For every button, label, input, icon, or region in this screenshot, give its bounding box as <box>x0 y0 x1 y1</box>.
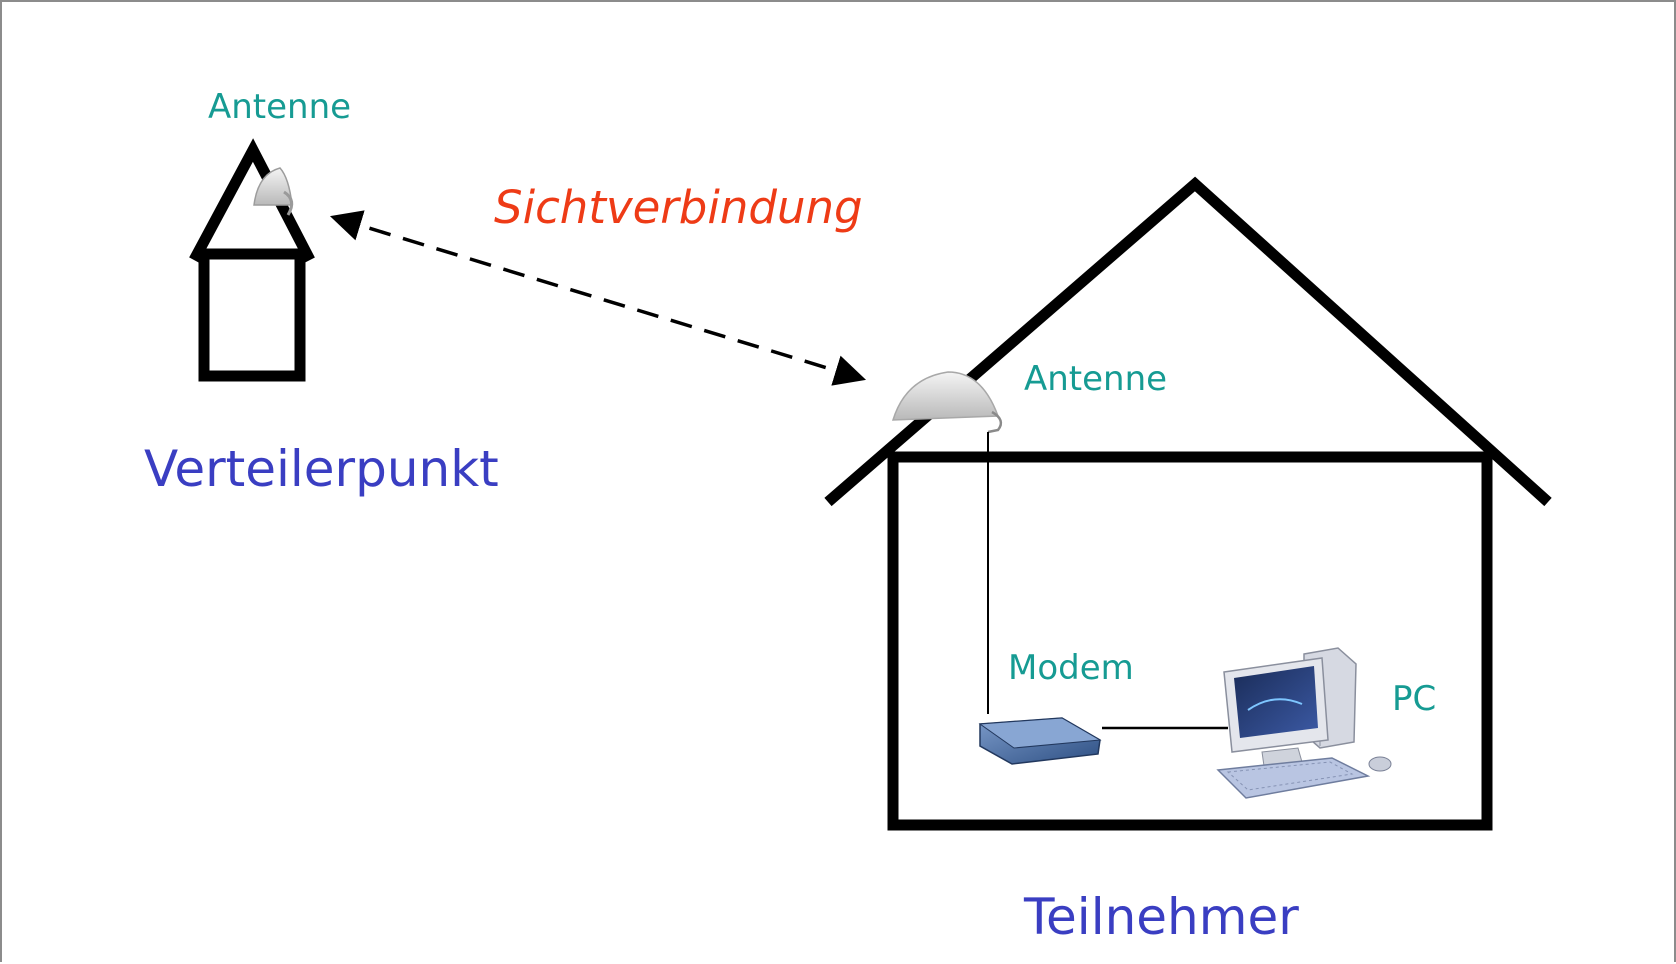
antenna-icon <box>253 167 294 216</box>
pc-label: PC <box>1392 679 1436 719</box>
antenna-icon <box>891 371 1003 714</box>
antenna-left-label: Antenne <box>208 87 351 127</box>
modem-label: Modem <box>1008 648 1134 688</box>
pc-icon <box>1216 647 1392 799</box>
line-of-sight-label: Sichtverbindung <box>494 181 863 234</box>
distribution-point-label: Verteilerpunkt <box>144 440 499 498</box>
line-of-sight-arrow <box>329 210 867 386</box>
subscriber-label: Teilnehmer <box>1023 888 1299 946</box>
distribution-point-house <box>189 138 315 382</box>
modem-icon <box>978 717 1102 765</box>
antenna-right-label: Antenne <box>1024 359 1167 399</box>
